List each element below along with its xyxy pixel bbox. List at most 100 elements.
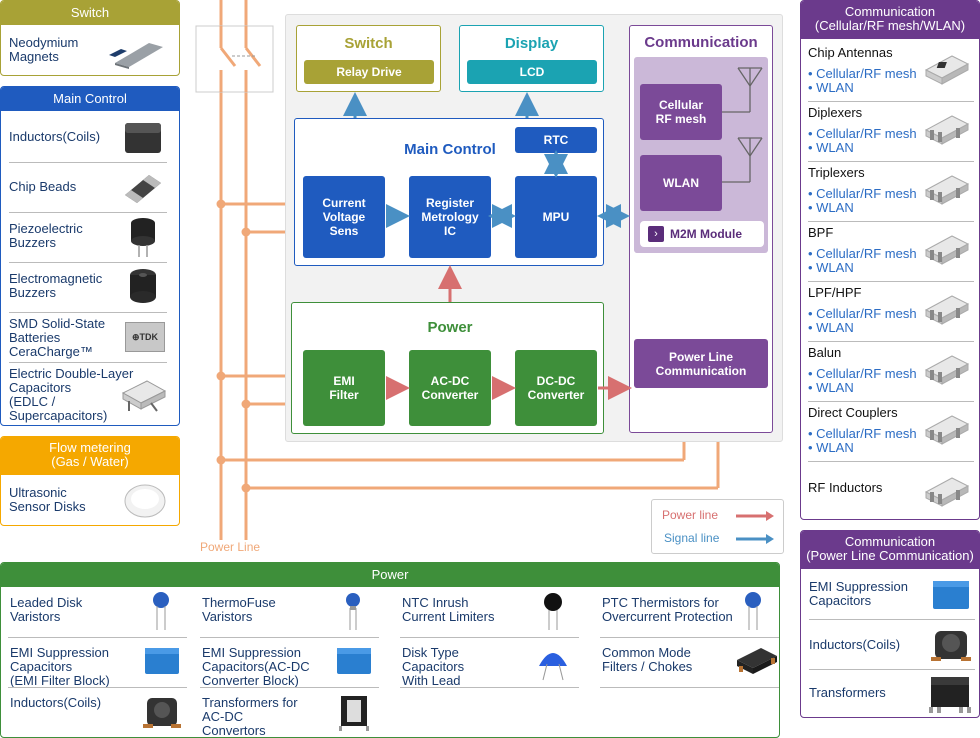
rf-item-bullet: • WLAN xyxy=(808,320,854,335)
power-list-item[interactable]: Transformers for AC-DC Convertors xyxy=(202,695,298,738)
rf-list-item[interactable]: Diplexers• Cellular/RF mesh• WLAN xyxy=(808,102,974,162)
legend-arrows xyxy=(736,511,774,544)
legend-power-line-label: Power line xyxy=(662,508,719,522)
rf-list-item[interactable]: BPF• Cellular/RF mesh• WLAN xyxy=(808,222,974,282)
chip-component-icon xyxy=(924,477,970,507)
rf-item-name: BPF xyxy=(808,225,834,240)
separator xyxy=(808,101,974,102)
list-item[interactable]: Chip Beads xyxy=(9,179,77,194)
rf-list-item[interactable]: Balun• Cellular/RF mesh• WLAN xyxy=(808,342,974,402)
rf-item-bullet: • WLAN xyxy=(808,200,854,215)
separator xyxy=(809,669,975,670)
separator xyxy=(400,687,579,688)
list-item[interactable]: SMD Solid-State Batteries CeraCharge™ xyxy=(9,316,106,359)
rtc-block[interactable]: RTC xyxy=(515,127,597,153)
power-list-item[interactable]: Inductors(Coils) xyxy=(10,695,102,710)
communication-plc-panel-title: Communication (Power Line Communication) xyxy=(801,531,979,569)
dc-dc-converter-block[interactable]: DC-DC Converter xyxy=(515,350,597,426)
m2m-module-badge[interactable]: › M2M Module xyxy=(640,221,764,247)
edlc-icon xyxy=(117,377,169,417)
power-list-item[interactable]: Disk Type Capacitors With Lead xyxy=(402,645,465,688)
separator xyxy=(808,281,974,282)
list-item[interactable]: Inductors(Coils) xyxy=(9,129,101,144)
separator xyxy=(809,619,975,620)
separator xyxy=(600,637,779,638)
power-component-icon xyxy=(337,648,371,674)
power-list-item[interactable]: ThermoFuse Varistors xyxy=(202,595,276,624)
legend-signal-line-label: Signal line xyxy=(664,531,720,545)
wlan-block[interactable]: WLAN xyxy=(640,155,722,211)
power-list-item[interactable]: Leaded Disk Varistors xyxy=(10,595,83,624)
rf-item-bullet: • WLAN xyxy=(808,140,854,155)
separator xyxy=(808,401,974,402)
communication-block-title: Communication xyxy=(644,34,758,51)
power-list-item[interactable]: EMI Suppression Capacitors(AC-DC Convert… xyxy=(202,645,310,688)
cellular-rf-mesh-block[interactable]: Cellular RF mesh xyxy=(640,84,722,140)
tdk-battery-icon: ⊕TDK xyxy=(123,319,167,355)
transformer-icon xyxy=(925,673,975,715)
chip-component-icon xyxy=(924,415,970,445)
display-block-title: Display xyxy=(504,35,559,52)
rf-item-bullet: • WLAN xyxy=(808,260,854,275)
wiring-lines xyxy=(195,0,720,540)
power-panel-title: Power xyxy=(1,563,779,587)
communication-rf-panel-title: Communication (Cellular/RF mesh/WLAN) xyxy=(801,1,979,39)
rf-list-item[interactable]: Chip Antennas• Cellular/RF mesh• WLAN xyxy=(808,42,974,102)
list-item[interactable]: Ultrasonic Sensor Disks xyxy=(9,485,86,514)
flow-metering-panel-title: Flow metering (Gas / Water) xyxy=(1,437,179,475)
power-list-item[interactable]: EMI Suppression Capacitors (EMI Filter B… xyxy=(10,645,110,688)
power-component-icon xyxy=(539,653,567,681)
list-item[interactable]: EMI Suppression Capacitors xyxy=(809,579,908,608)
power-line-label: Power Line xyxy=(200,540,261,554)
ac-dc-converter-block[interactable]: AC-DC Converter xyxy=(409,350,491,426)
rf-item-bullet: • Cellular/RF mesh xyxy=(808,126,917,141)
rf-list-item[interactable]: Triplexers• Cellular/RF mesh• WLAN xyxy=(808,162,974,222)
separator xyxy=(808,161,974,162)
rf-item-name: Chip Antennas xyxy=(808,45,893,60)
relay-drive-block[interactable]: Relay Drive xyxy=(304,60,434,84)
mpu-block[interactable]: MPU xyxy=(515,176,597,258)
separator xyxy=(8,637,187,638)
emi-filter-block[interactable]: EMI Filter xyxy=(303,350,385,426)
signal-arrows xyxy=(343,67,763,400)
power-component-icon xyxy=(143,698,181,728)
current-voltage-sens-block[interactable]: Current Voltage Sens xyxy=(303,176,385,258)
register-metrology-ic-block[interactable]: Register Metrology IC xyxy=(409,176,491,258)
lcd-block[interactable]: LCD xyxy=(467,60,597,84)
separator xyxy=(808,341,974,342)
list-item[interactable]: Electric Double-Layer Capacitors (EDLC /… xyxy=(9,366,134,423)
power-list-item[interactable]: NTC Inrush Current Limiters xyxy=(402,595,495,624)
buzzer-icon xyxy=(123,215,163,259)
chevron-right-icon: › xyxy=(648,226,664,242)
rf-item-name: Direct Couplers xyxy=(808,405,898,420)
list-item[interactable]: Piezoelectric Buzzers xyxy=(9,221,83,250)
chip-component-icon xyxy=(924,55,970,85)
power-line-communication-block[interactable]: Power Line Communication xyxy=(634,339,768,388)
power-list-item[interactable]: Common Mode Filters / Chokes xyxy=(602,645,693,674)
power-block-title: Power xyxy=(427,319,473,336)
emi-capacitor-icon xyxy=(929,575,973,615)
rf-list-item[interactable]: Direct Couplers• Cellular/RF mesh• WLAN xyxy=(808,402,974,462)
flow-metering-panel: Flow metering (Gas / Water) Ultrasonic S… xyxy=(0,436,180,526)
rf-list-item[interactable]: LPF/HPF• Cellular/RF mesh• WLAN xyxy=(808,282,974,342)
rf-list-item[interactable]: RF Inductors xyxy=(808,462,974,522)
chip-bead-icon xyxy=(121,167,165,207)
separator xyxy=(9,262,167,263)
list-item[interactable]: Inductors(Coils) xyxy=(809,637,901,652)
power-component-icon xyxy=(339,696,369,731)
separator xyxy=(600,687,779,688)
separator xyxy=(808,461,974,462)
inductor-icon xyxy=(929,623,973,667)
separator xyxy=(9,212,167,213)
list-item[interactable]: Neodymium Magnets xyxy=(9,35,79,64)
rf-item-bullet: • WLAN xyxy=(808,440,854,455)
power-component-icon xyxy=(737,648,777,674)
power-list-item[interactable]: PTC Thermistors for Overcurrent Protecti… xyxy=(602,595,733,624)
power-component-icon xyxy=(145,648,179,674)
power-component-icon xyxy=(745,592,761,630)
list-item[interactable]: Electromagnetic Buzzers xyxy=(9,271,103,300)
list-item[interactable]: Transformers xyxy=(809,685,886,700)
switch-panel: Switch Neodymium Magnets xyxy=(0,0,180,76)
magnet-icon xyxy=(101,33,167,69)
separator xyxy=(200,637,379,638)
